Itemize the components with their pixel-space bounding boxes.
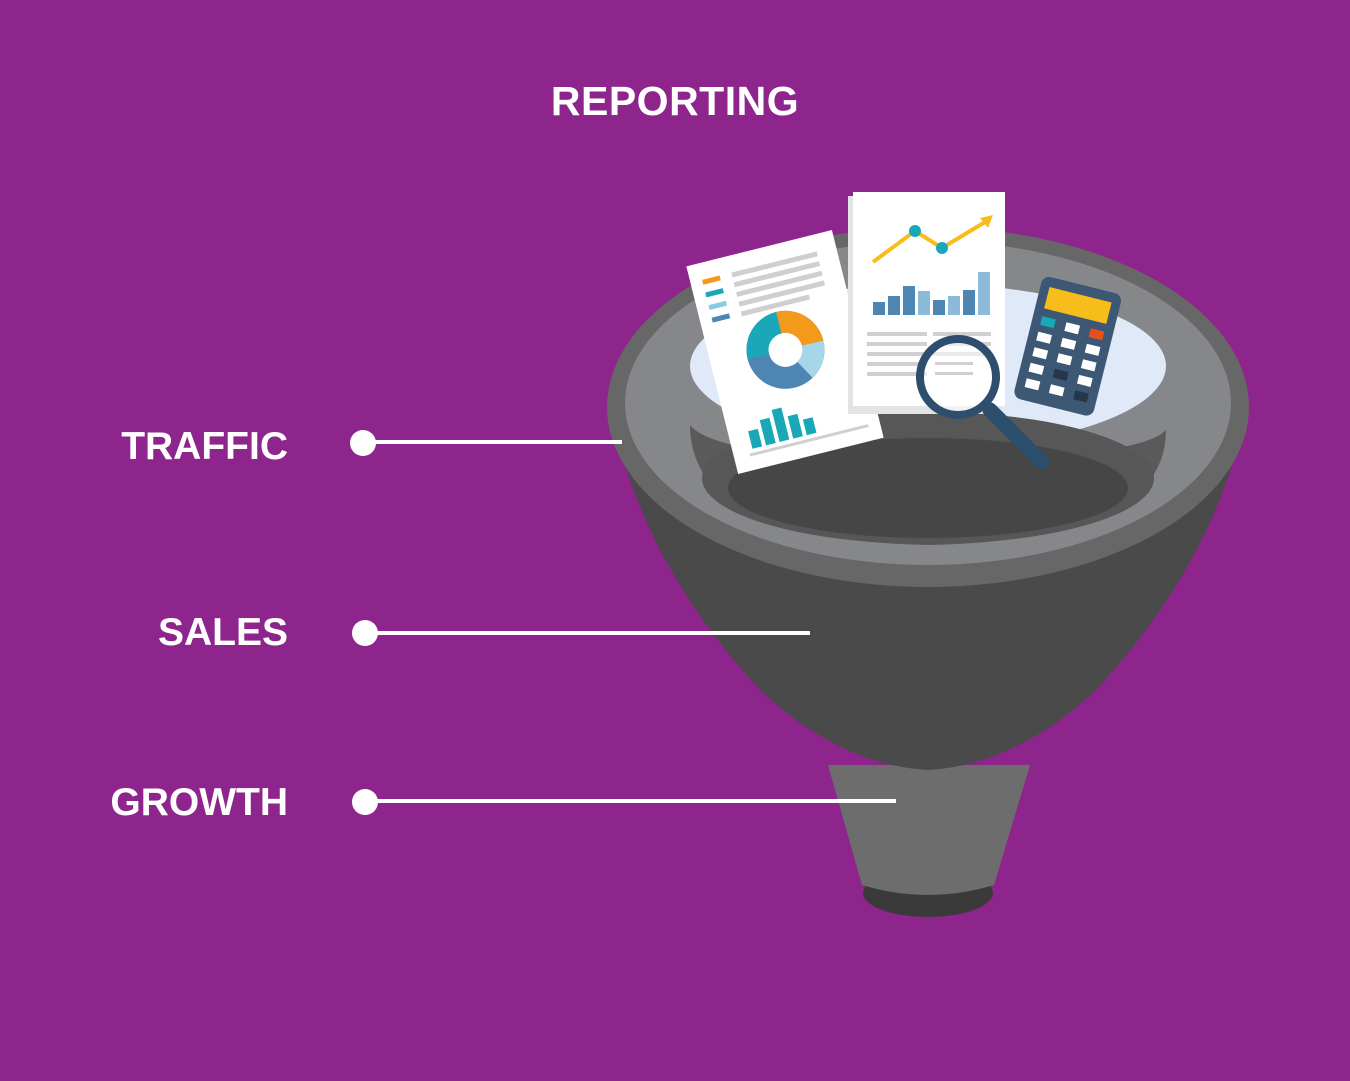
magnifying-glass-icon	[916, 335, 1050, 470]
funnel-spout	[828, 765, 1030, 917]
diagram-title: REPORTING	[550, 78, 800, 124]
stage-label-sales: SALES	[157, 611, 288, 654]
connector-sales	[352, 620, 810, 646]
report-document-icon	[686, 230, 884, 474]
stage-label-traffic: TRAFFIC	[121, 425, 288, 468]
connector-traffic	[350, 430, 622, 456]
calculator-icon	[1014, 276, 1122, 416]
connector-growth	[352, 789, 896, 815]
stage-label-growth: GROWTH	[110, 781, 288, 824]
